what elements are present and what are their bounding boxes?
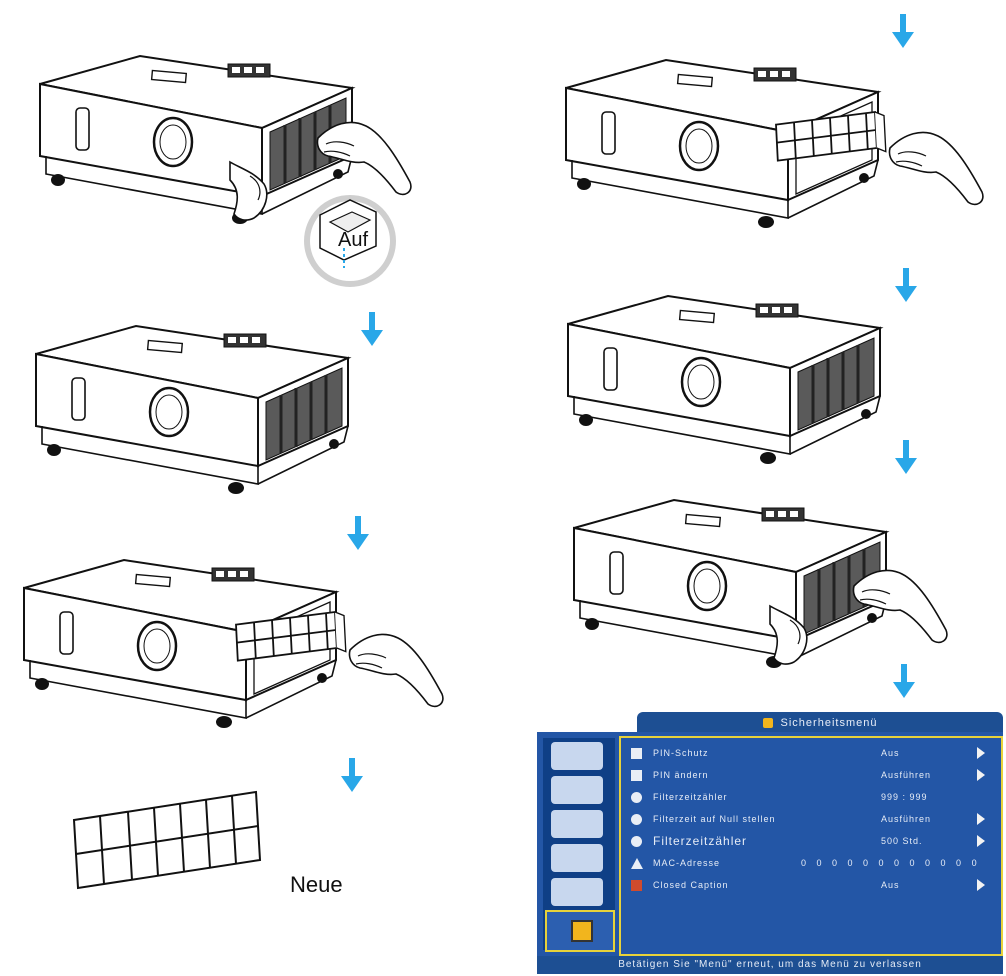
audio-icon[interactable] [551, 776, 603, 804]
arrow-down-icon [347, 516, 369, 550]
arrow-down-icon [895, 440, 917, 474]
menu-row-filter-interval[interactable]: Filterzeitzähler 500 Std. [631, 834, 995, 850]
menu-row-filter-reset[interactable]: Filterzeit auf Null stellen Ausführen [631, 812, 995, 828]
menu-row-filter-counter: Filterzeitzähler 999 : 999 [631, 790, 995, 806]
new-label: Neue [290, 872, 343, 897]
setup-icon[interactable] [551, 810, 603, 838]
step5-projector [564, 58, 984, 230]
step7-projector [572, 498, 948, 670]
dot-icon [631, 814, 642, 825]
security-menu: Sicherheitsmenü PIN-Schutz Aus PIN änder… [537, 712, 1003, 974]
arrow-right-icon[interactable] [977, 879, 985, 891]
square-icon [631, 748, 642, 759]
arrow-down-icon [341, 758, 363, 792]
new-filter [72, 790, 262, 890]
dot-icon [631, 836, 642, 847]
tools-icon[interactable] [551, 844, 603, 872]
arrow-down-icon [892, 14, 914, 48]
arrow-right-icon[interactable] [977, 835, 985, 847]
menu-footer: Betätigen Sie "Menü" erneut, um das Menü… [537, 956, 1003, 974]
security-tab-selected[interactable] [545, 910, 615, 952]
menu-row-change-pin[interactable]: PIN ändern Ausführen [631, 768, 995, 784]
arrow-right-icon[interactable] [977, 813, 985, 825]
dot-icon [631, 792, 642, 803]
menu-row-mac-address: MAC-Adresse 0 0 0 0 0 0 0 0 0 0 0 0 [631, 856, 995, 872]
step2-projector [34, 324, 350, 496]
connection-icon[interactable] [551, 878, 603, 906]
picture-eye-icon[interactable] [551, 742, 603, 770]
open-label: Auf [338, 229, 369, 251]
menu-body: PIN-Schutz Aus PIN ändern Ausführen Filt… [537, 732, 1003, 956]
menu-title-bar: Sicherheitsmenü [637, 712, 1003, 734]
caption-icon [631, 880, 642, 891]
square-icon [631, 770, 642, 781]
step6-projector [566, 294, 882, 466]
arrow-down-icon [893, 664, 915, 698]
latch-detail-circle [304, 195, 396, 287]
arrow-right-icon[interactable] [977, 769, 985, 781]
menu-sidebar [543, 738, 615, 952]
arrow-down-icon [361, 312, 383, 346]
menu-items-panel: PIN-Schutz Aus PIN ändern Ausführen Filt… [619, 736, 1003, 956]
menu-row-pin-lock[interactable]: PIN-Schutz Aus [631, 746, 995, 762]
menu-title: Sicherheitsmenü [780, 717, 878, 729]
lock-icon [762, 718, 773, 728]
warning-icon [631, 858, 643, 869]
padlock-icon [571, 920, 593, 942]
arrow-right-icon[interactable] [977, 747, 985, 759]
menu-row-closed-caption[interactable]: Closed Caption Aus [631, 878, 995, 894]
arrow-down-icon [895, 268, 917, 302]
step3-projector [22, 558, 444, 730]
